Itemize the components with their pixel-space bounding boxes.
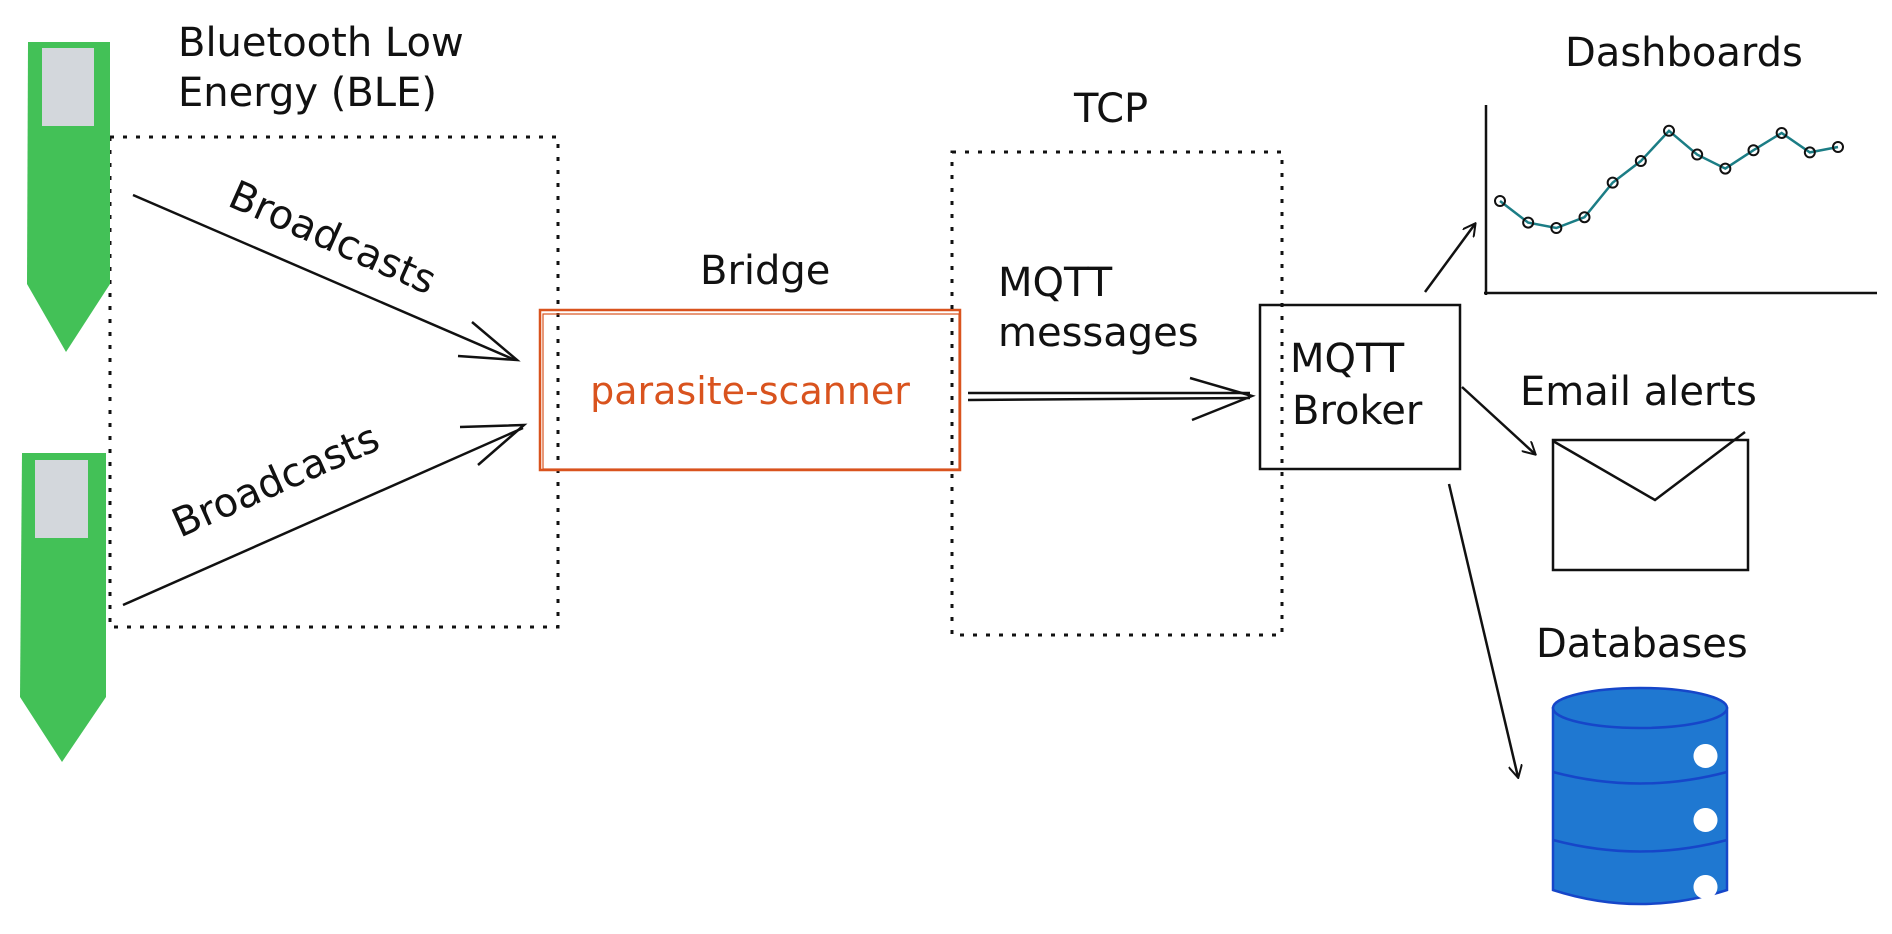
dashboard-trend-point — [1606, 176, 1619, 189]
email-label: Email alerts — [1520, 369, 1757, 415]
ble-zone-label-line2: Energy (BLE) — [178, 70, 437, 116]
ble-zone-border — [108, 135, 560, 629]
arrow-to-databases — [1447, 483, 1518, 777]
envelope-icon — [1551, 431, 1750, 572]
arrow-to-dashboards — [1423, 224, 1475, 293]
arrow-to-email — [1461, 386, 1535, 454]
bridge-name: parasite-scanner — [590, 369, 910, 413]
broker-box — [1258, 303, 1462, 471]
dashboard-trend-point — [1719, 162, 1732, 175]
tcp-zone-label: TCP — [1073, 86, 1148, 132]
database-icon — [1551, 686, 1729, 906]
dashboard-trend-point — [1691, 148, 1704, 161]
bridge-title: Bridge — [700, 248, 830, 294]
dashboard-trend-point — [1832, 141, 1844, 153]
dashboards-label: Dashboards — [1565, 30, 1803, 76]
dashboard-trend-point — [1634, 155, 1647, 168]
mqtt-link-label-line1: MQTT — [998, 260, 1113, 306]
tcp-zone-border — [950, 150, 1284, 637]
sensor-icon-top — [27, 42, 110, 352]
bridge-box — [538, 308, 962, 472]
dashboard-trend-point — [1494, 195, 1506, 207]
sensor-icon-bottom — [20, 453, 106, 762]
dashboard-trend-line — [1499, 129, 1839, 230]
broadcast-arrow-bottom — [122, 426, 524, 607]
broker-label-line1: MQTT — [1290, 336, 1405, 382]
dashboard-trend-point — [1803, 146, 1816, 159]
broker-label-line2: Broker — [1292, 388, 1423, 434]
mqtt-link-label-line2: messages — [998, 310, 1199, 356]
dashboard-trend-point — [1747, 144, 1760, 157]
dashboard-chart-icon — [1484, 105, 1877, 295]
databases-label: Databases — [1536, 621, 1748, 667]
dashboard-trend-point — [1522, 216, 1535, 229]
broadcast-label-top: Broadcasts — [222, 172, 443, 304]
mqtt-link-arrow — [967, 391, 1251, 402]
dashboard-trend-point — [1775, 126, 1788, 139]
broadcast-arrow-top — [132, 193, 516, 362]
ble-zone-label-line1: Bluetooth Low — [178, 20, 464, 66]
dashboard-trend-point — [1578, 211, 1591, 224]
broadcast-label-bottom: Broadcasts — [165, 415, 386, 547]
dashboard-trend-point — [1550, 222, 1563, 234]
dashboard-trend-point — [1663, 124, 1675, 137]
